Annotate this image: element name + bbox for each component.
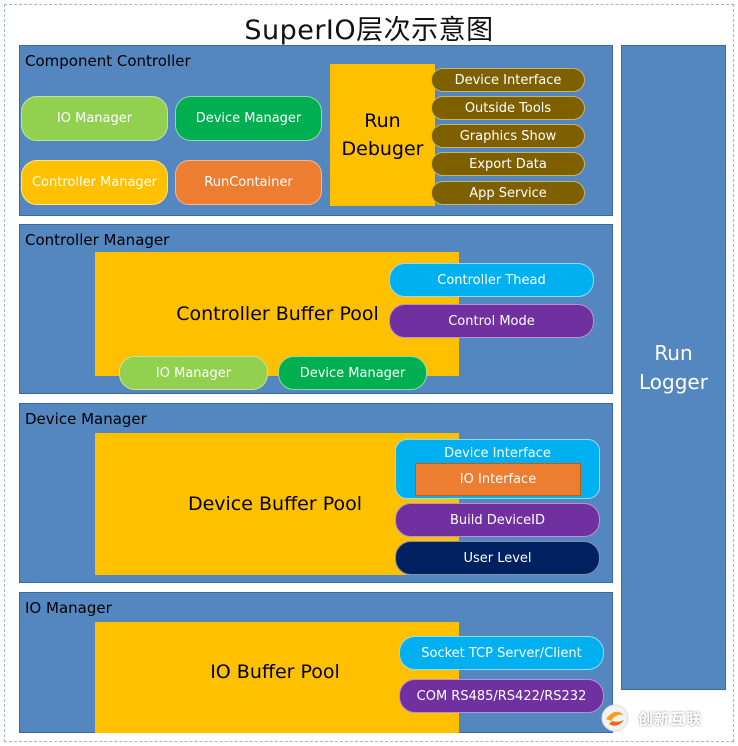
diagram-title: SuperIO层次示意图 xyxy=(244,15,494,46)
controller-buffer-pool-label: Controller Buffer Pool xyxy=(176,303,379,325)
socket-pill: Socket TCP Server/Client xyxy=(399,636,604,670)
diagram-frame xyxy=(4,4,734,742)
control-mode-pill: Control Mode xyxy=(389,304,594,338)
debug-item-device-interface: Device Interface xyxy=(431,68,585,92)
watermark-logo-icon xyxy=(601,704,629,732)
run-debuger-box: Run Debuger xyxy=(330,64,435,206)
debug-item-export-data: Export Data xyxy=(431,152,585,176)
controller-manager-pill: Controller Manager xyxy=(21,160,168,205)
user-level-pill: User Level xyxy=(395,541,600,575)
io-buffer-pool xyxy=(95,622,459,733)
section-label: Device Manager xyxy=(25,410,147,428)
io-manager-pill: IO Manager xyxy=(21,96,168,141)
run-logger-label: Run Logger xyxy=(639,340,708,394)
watermark-text: 创新互联 xyxy=(638,709,703,728)
debug-item-app-service: App Service xyxy=(431,181,585,205)
section-label: Component Controller xyxy=(25,52,191,70)
device-buffer-pool-label: Device Buffer Pool xyxy=(187,493,363,515)
device-interface-label: Device Interface xyxy=(444,446,551,461)
com-pill: COM RS485/RS422/RS232 xyxy=(399,679,604,713)
run-container-pill: RunContainer xyxy=(175,160,322,205)
io-buffer-pool-label: IO Buffer Pool xyxy=(210,661,340,683)
section-label: Controller Manager xyxy=(25,231,170,249)
debug-item-outside-tools: Outside Tools xyxy=(431,96,585,120)
cm-io-manager-pill: IO Manager xyxy=(119,356,268,390)
device-manager-pill: Device Manager xyxy=(175,96,322,141)
run-debuger-label: Run Debuger xyxy=(341,110,424,160)
cm-device-manager-pill: Device Manager xyxy=(278,356,427,390)
io-interface-box: IO Interface xyxy=(415,463,581,496)
debug-item-graphics-show: Graphics Show xyxy=(431,124,585,148)
controller-thead-pill: Controller Thead xyxy=(389,263,594,297)
watermark: 创新互联 xyxy=(600,700,736,736)
section-label: IO Manager xyxy=(25,599,112,617)
run-logger-box: Run Logger xyxy=(621,45,726,690)
build-device-id-pill: Build DeviceID xyxy=(395,503,600,537)
